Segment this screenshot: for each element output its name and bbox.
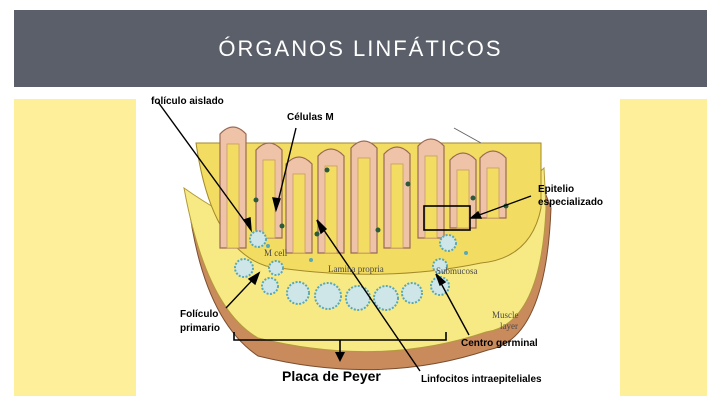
m-cell-label: M cell xyxy=(264,248,288,258)
villus-cores xyxy=(226,143,500,254)
lymphoid-follicles xyxy=(234,230,457,311)
isolated-follicle-label: folículo aislado xyxy=(151,96,224,107)
peyer-patch-label: Placa de Peyer xyxy=(282,368,381,384)
m-cell-dots xyxy=(266,244,468,262)
gland-line xyxy=(453,127,482,144)
left-accent-band xyxy=(14,99,136,396)
peyer-arrow-head xyxy=(335,352,345,362)
primary-follicle-label-line1: Folículo xyxy=(180,309,219,320)
lamina-propria-label: Lamina propria xyxy=(328,264,384,274)
peyer-patch-figure: M cell Lamina propria Submucosa Muscle l… xyxy=(136,88,620,396)
slide-title: ÓRGANOS LINFÁTICOS xyxy=(218,35,503,61)
intestinal-wall-diagram xyxy=(157,101,552,372)
germinal-center-label: Centro germinal xyxy=(461,338,538,349)
specialized-epithelium-label-line2: especializado xyxy=(538,197,604,208)
primary-follicle-label-line2: primario xyxy=(180,323,221,334)
title-bar: ÓRGANOS LINFÁTICOS xyxy=(14,10,707,87)
m-cells-label: Células M xyxy=(287,112,334,123)
leader-lines xyxy=(157,101,532,372)
intraepithelial-lymphocytes-label: Linfocitos intraepiteliales xyxy=(421,374,542,385)
submucosa-label: Submucosa xyxy=(436,266,478,276)
muscle-label-2: layer xyxy=(500,321,518,331)
right-accent-band xyxy=(620,99,707,396)
specialized-epithelium-label-line1: Epitelio xyxy=(538,184,575,195)
muscle-label-1: Muscle xyxy=(492,310,519,320)
peyer-bracket xyxy=(233,332,447,354)
